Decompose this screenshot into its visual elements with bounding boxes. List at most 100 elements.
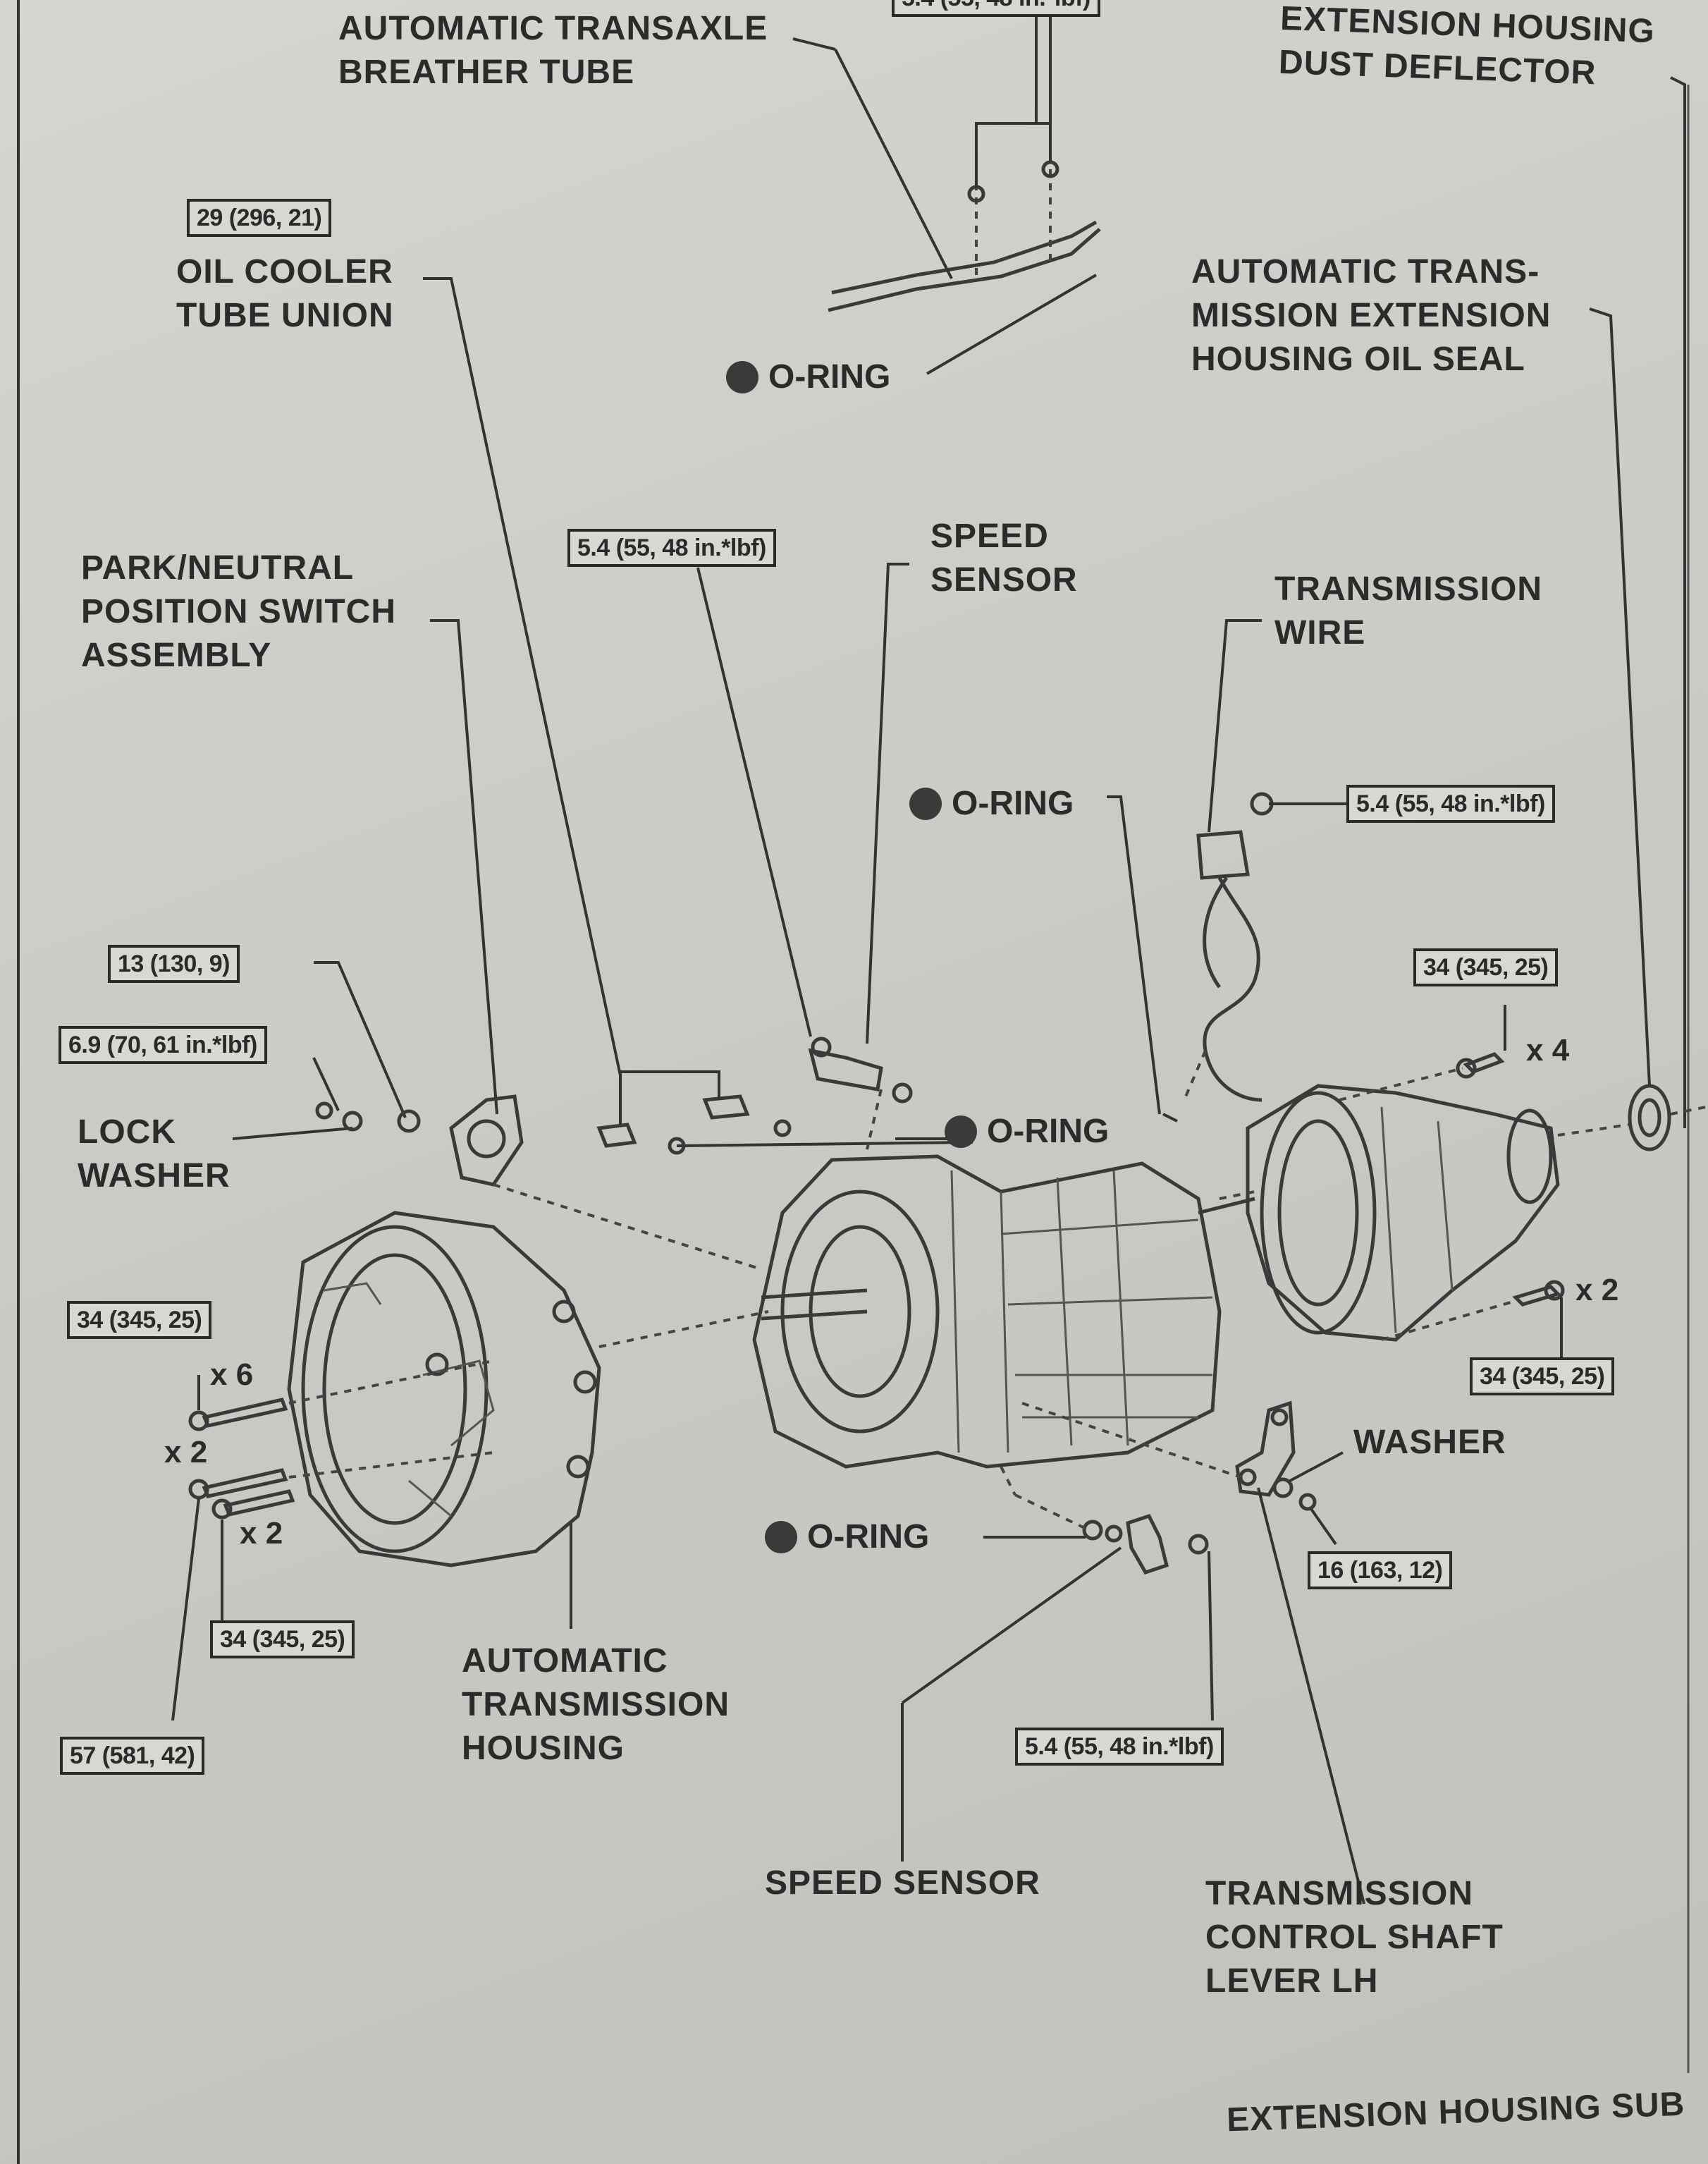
pnp-switch-part	[315, 1094, 524, 1187]
label-line: WIRE	[1274, 614, 1366, 652]
centerline-bolts-bottom	[1381, 1300, 1516, 1341]
centerline-ext	[1219, 1190, 1255, 1200]
leader-speed-torque	[696, 567, 812, 1037]
qty-housing-2b: x 2	[240, 1516, 283, 1551]
label-line: BREATHER TUBE	[338, 54, 635, 91]
oring-dot-icon	[945, 1115, 977, 1148]
leader-oring-mid	[1107, 795, 1161, 1115]
torque-speed-sensor-top: 5.4 (55, 48 in.*lbf)	[567, 529, 776, 567]
oring-text: O-RING	[987, 1113, 1110, 1150]
ext-bolts-part	[1456, 1005, 1565, 1361]
torque-ext-bolts-bottom: 34 (345, 25)	[1470, 1357, 1615, 1395]
torque-housing-57: 57 (581, 42)	[60, 1737, 205, 1775]
leader-pnp-13	[314, 961, 407, 1118]
label-line: PARK/NEUTRAL	[81, 549, 355, 587]
oring-label-top: O-RING	[726, 356, 890, 398]
label-breather-tube: AUTOMATIC TRANSAXLE BREATHER TUBE	[338, 7, 768, 94]
centerline-seal-2	[1670, 1106, 1707, 1115]
torque-pnp-69: 6.9 (70, 61 in.*lbf)	[59, 1026, 267, 1064]
oring-dot-icon	[726, 361, 758, 393]
label-transmission-housing: AUTOMATIC TRANSMISSION HOUSING	[462, 1639, 730, 1771]
breather-tube-part	[828, 0, 1101, 312]
label-line: CONTROL SHAFT	[1205, 1919, 1504, 1956]
oring-text: O-RING	[768, 358, 891, 396]
leader-speed-sensor-top	[866, 563, 909, 1044]
torque-housing-bolts-b: 34 (345, 25)	[210, 1620, 355, 1658]
label-line: TRANSMISSION	[462, 1686, 730, 1723]
torque-wire-bolt: 5.4 (55, 48 in.*lbf)	[1346, 785, 1555, 823]
leader-oil-seal	[1589, 307, 1651, 1087]
centerline-seal	[1557, 1123, 1629, 1137]
oring-dot-icon	[765, 1521, 797, 1553]
oring-label-bottom: O-RING	[765, 1516, 929, 1558]
centerline-speed-bottom-2	[1014, 1493, 1090, 1532]
leader-pnp	[430, 619, 498, 1115]
label-control-shaft-lever: TRANSMISSION CONTROL SHAFT LEVER LH	[1205, 1872, 1504, 2003]
label-line: SENSOR	[930, 561, 1078, 599]
centerline-housing-bolts	[288, 1359, 494, 1405]
label-line: AUTOMATIC	[462, 1642, 668, 1680]
qty-ext-top: x 4	[1526, 1033, 1570, 1068]
qty-housing-6: x 6	[210, 1357, 254, 1392]
transmission-housing-part	[287, 1211, 601, 1567]
label-pnp-switch: PARK/NEUTRAL POSITION SWITCH ASSEMBLY	[81, 546, 396, 678]
torque-top-cut: 5.4 (55, 48 in.*lbf)	[892, 0, 1100, 17]
torque-oil-cooler: 29 (296, 21)	[187, 199, 332, 237]
centerline-speed-bottom	[1000, 1466, 1016, 1496]
leader-lock-washer	[232, 1127, 353, 1140]
label-line: TRANSMISSION	[1274, 570, 1543, 608]
leader-oil-cooler	[423, 277, 622, 1076]
extension-housing-part	[1246, 1084, 1560, 1342]
oring-text: O-RING	[807, 1518, 930, 1555]
transmission-case-part	[752, 1154, 1255, 1469]
torque-ext-bolts-top: 34 (345, 25)	[1413, 948, 1559, 986]
label-speed-sensor-bottom: SPEED SENSOR	[765, 1864, 1040, 1902]
centerline-speed-top	[866, 1089, 883, 1150]
label-oil-cooler-union: OIL COOLER TUBE UNION	[176, 250, 394, 338]
label-line: HOUSING	[462, 1730, 625, 1767]
label-ext-housing-oil-seal: AUTOMATIC TRANS- MISSION EXTENSION HOUSI…	[1191, 250, 1551, 381]
label-line: HOUSING OIL SEAL	[1191, 341, 1525, 378]
oring-label-right: O-RING	[945, 1111, 1109, 1153]
centerline-housing	[598, 1310, 769, 1348]
label-line: MISSION EXTENSION	[1191, 297, 1552, 334]
oring-label-mid: O-RING	[909, 783, 1074, 825]
leader-pnp-69	[312, 1057, 340, 1111]
label-line: SPEED	[930, 518, 1049, 555]
centerline-wire	[1183, 1050, 1207, 1101]
torque-pnp-13: 13 (130, 9)	[108, 945, 240, 983]
label-transmission-wire: TRANSMISSION WIRE	[1274, 568, 1542, 655]
label-dust-deflector: EXTENSION HOUSING DUST DEFLECTOR	[1278, 0, 1656, 97]
transmission-wire-part	[1162, 792, 1346, 1123]
label-lock-washer: LOCK WASHER	[78, 1111, 231, 1198]
oring-dot-icon	[909, 788, 942, 820]
leader-trans-wire	[1208, 619, 1262, 833]
speed-sensor-bottom-part	[901, 1513, 1214, 1862]
centerline-housing-bolts-2	[288, 1451, 494, 1479]
centerline-main	[493, 1183, 762, 1271]
label-line: POSITION SWITCH	[81, 593, 396, 630]
qty-housing-2a: x 2	[164, 1435, 208, 1469]
label-line: ASSEMBLY	[81, 637, 272, 674]
leader-breather-2	[834, 49, 953, 279]
label-line: AUTOMATIC TRANS-	[1191, 253, 1540, 291]
leader-breather	[792, 37, 836, 51]
label-line: AUTOMATIC TRANSAXLE	[338, 10, 768, 47]
oring-text: O-RING	[952, 785, 1074, 822]
qty-ext-bottom: x 2	[1575, 1273, 1619, 1307]
label-speed-sensor-top: SPEED SENSOR	[930, 515, 1078, 602]
label-line: TRANSMISSION	[1205, 1875, 1474, 1912]
label-line: WASHER	[78, 1157, 231, 1194]
torque-housing-bolts-a: 34 (345, 25)	[67, 1301, 212, 1339]
leader-oring-top	[926, 274, 1098, 375]
housing-bolts-part	[171, 1375, 295, 1721]
leader-dust-deflector	[1670, 76, 1686, 1128]
torque-washer-bolt: 16 (163, 12)	[1308, 1551, 1453, 1589]
oil-seal-part	[1628, 1084, 1671, 1151]
label-line: OIL COOLER	[176, 253, 393, 291]
label-line: LOCK	[78, 1113, 176, 1151]
control-shaft-lever-part	[1235, 1400, 1365, 1905]
centerline-lever	[1021, 1402, 1241, 1479]
